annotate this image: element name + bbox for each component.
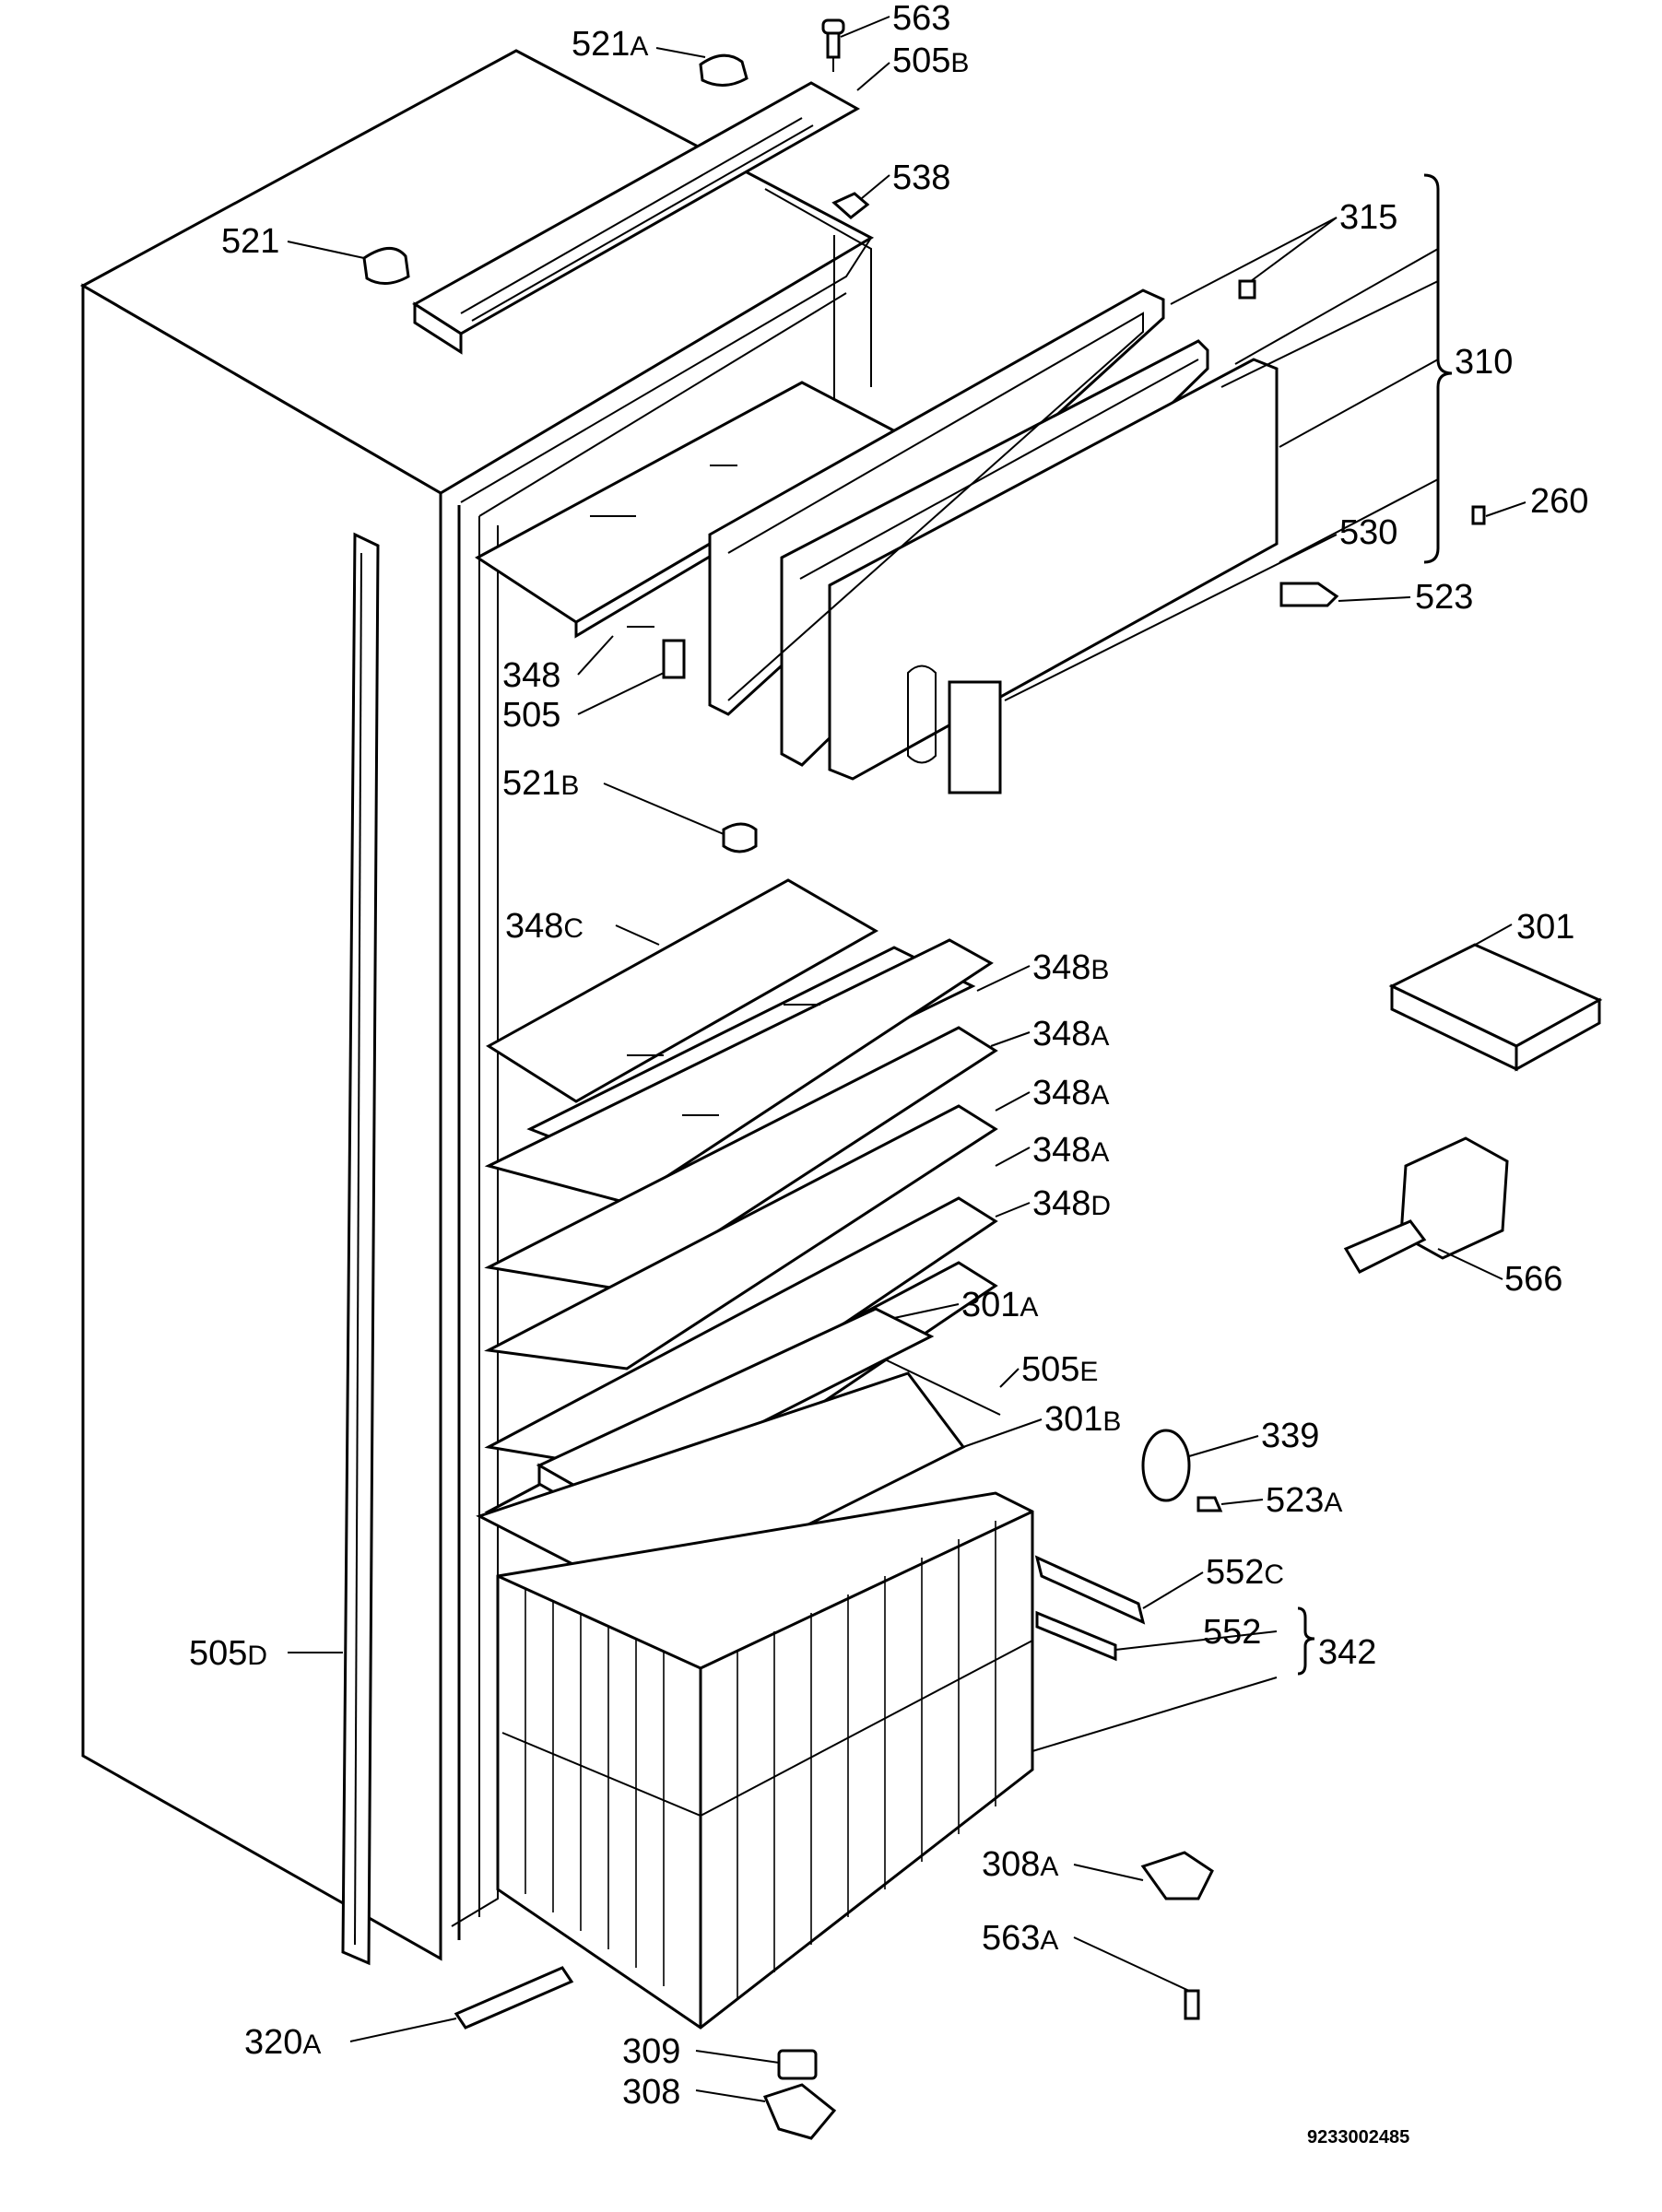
clip-260 [1471,505,1486,525]
wire-basket [496,1491,1034,2030]
label-348B: 348B [1032,948,1109,987]
label-301: 301 [1516,908,1574,947]
label-348: 348 [502,656,560,695]
label-339: 339 [1261,1417,1319,1455]
label-309: 309 [622,2032,680,2071]
top-rail [412,81,861,355]
label-563: 563 [892,0,950,38]
hinge-308a [1140,1851,1214,1900]
label-566: 566 [1504,1260,1562,1299]
label-523: 523 [1415,578,1473,617]
cap-521 [362,247,410,285]
hinge-538 [831,192,870,219]
disc-339 [1141,1429,1191,1502]
label-308: 308 [622,2073,680,2112]
runner-552 [1035,1610,1117,1662]
ice-scraper [1343,1136,1509,1274]
label-260: 260 [1530,482,1588,521]
label-521A: 521A [572,25,648,64]
label-320A: 320A [244,2023,321,2062]
door-seal [341,532,380,1966]
label-563A: 563A [982,1919,1058,1958]
label-301A: 301A [961,1286,1038,1324]
label-310: 310 [1455,343,1513,382]
label-538: 538 [892,159,950,197]
hinge-308 [762,2083,837,2140]
leader-lines [287,16,1526,2102]
label-505E: 505E [1021,1350,1098,1389]
hinge-523 [1279,582,1339,607]
freezer-door-assembly [708,288,1279,794]
clip-523a [1196,1496,1223,1512]
ice-tray [1388,943,1603,1072]
label-315: 315 [1339,198,1397,237]
label-308A: 308A [982,1845,1058,1884]
screw-563 [821,18,845,72]
label-505D: 505D [189,1634,267,1673]
runner-552c [1034,1555,1146,1625]
label-523A: 523A [1266,1481,1342,1520]
label-348A-2: 348A [1032,1074,1109,1112]
strip-505 [662,639,686,679]
label-505: 505 [502,696,560,735]
block-309 [777,2049,818,2080]
label-348D: 348D [1032,1184,1111,1223]
cap-521a [699,53,748,87]
document-number: 9233002485 [1307,2127,1409,2147]
label-552: 552 [1203,1613,1261,1652]
cap-521b [722,822,758,853]
clip-315 [1238,279,1256,300]
label-530: 530 [1339,513,1397,552]
pin-563a [1184,1989,1200,2020]
label-348A-3: 348A [1032,1131,1109,1170]
grille-320a [454,1966,574,2030]
label-521: 521 [221,222,279,261]
label-342: 342 [1318,1633,1376,1672]
label-521B: 521B [502,764,579,803]
callout-labels: 521A 563 505B 538 521 315 310 260 530 52… [189,0,1588,2112]
label-348C: 348C [505,907,583,946]
label-505B: 505B [892,41,969,80]
rail-505e [884,1359,1001,1416]
label-348A-1: 348A [1032,1015,1109,1053]
label-552C: 552C [1206,1553,1284,1592]
label-301B: 301B [1044,1400,1121,1439]
